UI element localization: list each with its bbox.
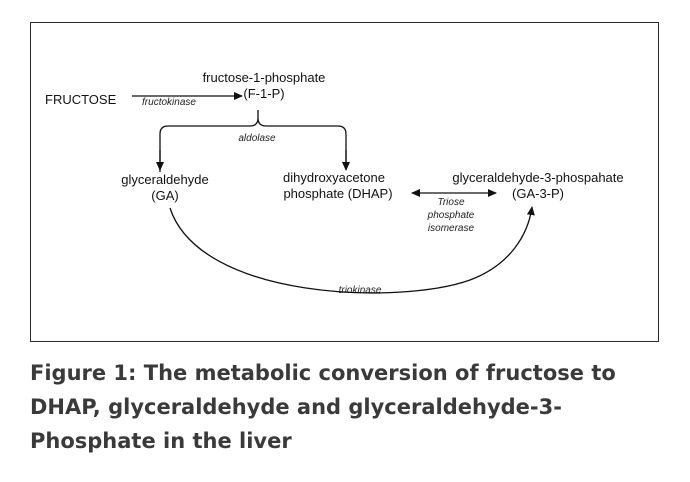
tpi-line2-label: phosphate [427,210,475,221]
aldolase-label: aldolase [238,133,276,144]
dhap-line1-label: dihydroxyacetone [283,170,385,185]
figure-frame [30,22,659,342]
f1p-name-label: fructose-1-phosphate [203,70,326,85]
aldolase-brace [159,110,347,172]
ga-name-label: glyceraldehyde [121,172,208,187]
fructokinase-label: fructokinase [142,97,196,108]
f1p-abbr-label: (F-1-P) [243,86,284,101]
tpi-line1-label: Triose [437,197,464,208]
caption-line-3: Phosphate in the liver [30,429,292,453]
tpi-line3-label: isomerase [428,223,475,234]
ga3p-abbr-label: (GA-3-P) [512,186,564,201]
dhap-line2-label: phosphate (DHAP) [283,186,392,201]
ga3p-name-label: glyceraldehyde-3-phospahate [452,170,623,185]
fructose-label: FRUCTOSE [45,92,117,107]
caption-line-2: DHAP, glyceraldehyde and glyceraldehyde-… [30,395,562,419]
triokinase-label: triokinase [339,285,382,296]
figure-caption: Figure 1: The metabolic conversion of fr… [30,356,660,458]
caption-line-1: Figure 1: The metabolic conversion of fr… [30,361,616,385]
triokinase-arc [169,206,535,294]
ga-abbr-label: (GA) [151,188,178,203]
pathway-diagram: FRUCTOSE fructose-1-phosphate (F-1-P) fr… [45,70,624,296]
